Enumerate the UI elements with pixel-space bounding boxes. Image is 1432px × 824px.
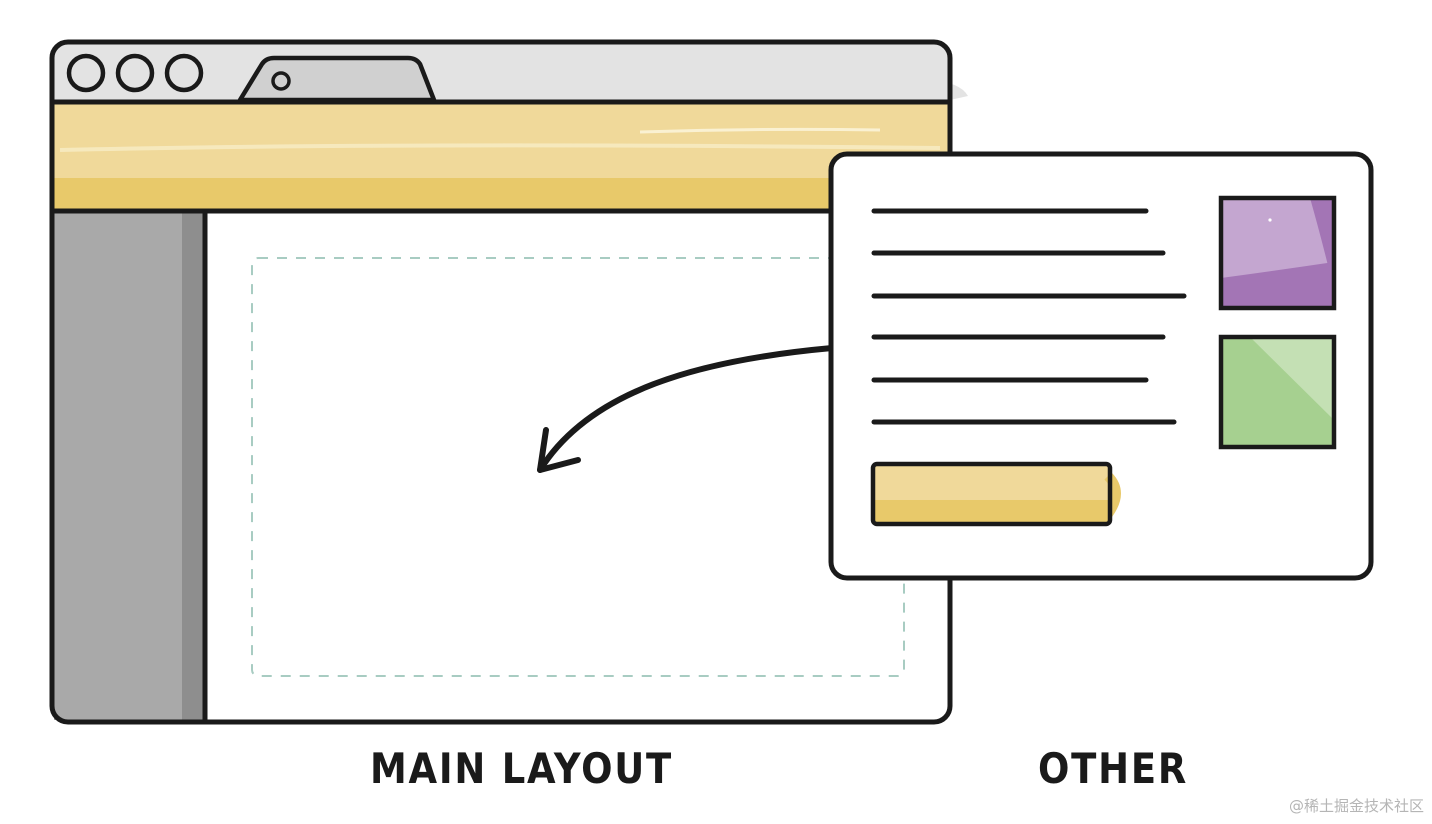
green-square	[1218, 334, 1337, 450]
circle-icon	[115, 53, 155, 93]
card-button	[870, 461, 1121, 527]
curved-arrow-icon	[537, 345, 835, 473]
purple-square	[1218, 195, 1337, 311]
arrow-shaft	[537, 345, 835, 473]
browser-tab	[237, 55, 437, 103]
window-titlebar	[52, 42, 950, 102]
header-band-scribble	[59, 143, 941, 152]
sidebar	[54, 212, 204, 720]
other-label: OTHER	[1038, 744, 1189, 793]
arrow-head	[537, 427, 581, 473]
circle-icon	[66, 53, 106, 93]
sidebar-shade	[182, 212, 204, 720]
main-layout-label: MAIN LAYOUT	[370, 744, 674, 793]
header-band-scribble	[639, 127, 881, 134]
watermark-text: @稀土掘金技术社区	[1288, 797, 1424, 815]
tab-dot-icon	[271, 71, 291, 91]
header-band-shade	[52, 178, 950, 210]
circle-icon	[164, 53, 204, 93]
main-layout-window	[49, 39, 968, 725]
other-card	[828, 151, 1374, 581]
